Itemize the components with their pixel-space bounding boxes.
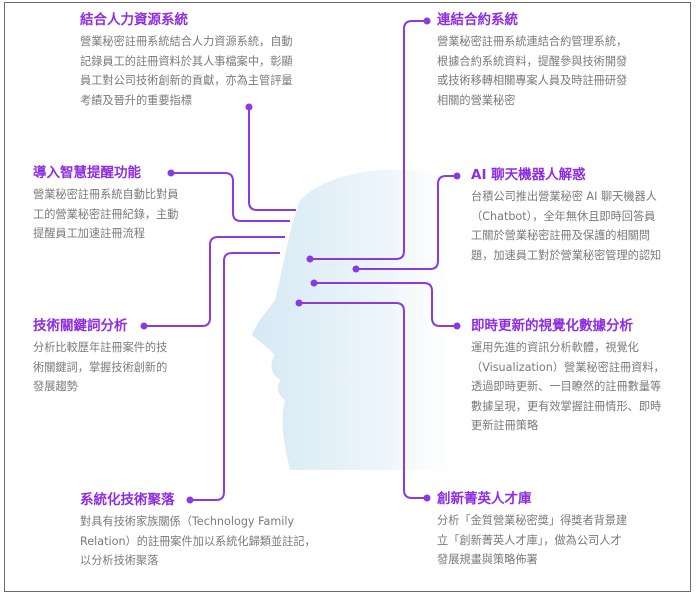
desc-line: 運用先進的資訊分析軟體，視覺化 bbox=[471, 341, 639, 354]
connector-cluster bbox=[190, 252, 280, 501]
feature-keyword: 技術關鍵詞分析 分析比較歷年註冊案件的技 術關鍵詞，掌握技術創新的 發展趨勢 bbox=[33, 317, 167, 397]
feature-title: 連結合約系統 bbox=[437, 12, 518, 28]
desc-line: 數據呈現，更有效掌握註冊情形、即時 bbox=[471, 399, 662, 413]
feature-title: 結合人力資源系統 bbox=[80, 12, 188, 28]
feature-hr: 結合人力資源系統 營業秘密註冊系統結合人力資源系統，自動 記錄員工的註冊資料於其… bbox=[80, 11, 293, 110]
desc-line: 營業秘密註冊系統結合人力資源系統，自動 bbox=[80, 35, 293, 48]
feature-desc: 運用先進的資訊分析軟體，視覺化 （Visualization）營業秘密註冊資料，… bbox=[471, 338, 665, 436]
desc-line: 根據合約系統資料，提醒參與技術開發 bbox=[437, 54, 628, 68]
feature-desc: 分析比較歷年註冊案件的技 術關鍵詞，掌握技術創新的 發展趨勢 bbox=[33, 338, 167, 397]
feature-contract: 連結合約系統 營業秘密註冊系統連結合約管理系統， 根據合約系統資料，提醒參與技術… bbox=[437, 11, 627, 110]
desc-line: 術關鍵詞，掌握技術創新的 bbox=[33, 360, 168, 374]
feature-cluster: 系統化技術聚落 對具有技術家族關係（Technology Family Rela… bbox=[80, 491, 316, 571]
desc-line: Relation）的註冊案件加以系統化歸類並註記， bbox=[80, 534, 316, 548]
desc-line: 或技術移轉相關專案人員及時註冊研發 bbox=[437, 74, 628, 87]
desc-line: 立「創新菁英人才庫」，做為公司人才 bbox=[437, 533, 622, 547]
connector-reminder bbox=[171, 172, 290, 222]
connector-contract bbox=[310, 20, 427, 260]
feature-desc: 營業秘密註冊系統自動比對員 工的營業秘密註冊紀錄，主動 提醒員工加速註冊流程 bbox=[33, 185, 178, 244]
diagram-frame bbox=[4, 2, 691, 592]
feature-desc: 營業秘密註冊系統結合人力資源系統，自動 記錄員工的註冊資料於其人事檔案中，彰顯 … bbox=[80, 32, 293, 110]
desc-line: 發展趨勢 bbox=[33, 380, 78, 393]
desc-line: 記錄員工的註冊資料於其人事檔案中，彰顯 bbox=[80, 54, 293, 68]
desc-line: 營業秘密註冊系統自動比對員 bbox=[33, 188, 179, 201]
feature-title: 系統化技術聚落 bbox=[80, 492, 175, 508]
feature-reminder: 導入智慧提醒功能 營業秘密註冊系統自動比對員 工的營業秘密註冊紀錄，主動 提醒員… bbox=[33, 164, 178, 244]
desc-line: 分析比較歷年註冊案件的技 bbox=[33, 341, 168, 354]
feature-desc: 台積公司推出營業秘密 AI 聊天機器人 （Chatbot），全年無休且即時回答員… bbox=[471, 187, 661, 265]
feature-chatbot: AI 聊天機器人解惑 台積公司推出營業秘密 AI 聊天機器人 （Chatbot）… bbox=[471, 166, 661, 265]
desc-line: 分析「金質營業秘密獎」得獎者背景建 bbox=[437, 514, 628, 527]
desc-line: （Visualization）營業秘密註冊資料， bbox=[471, 360, 665, 374]
desc-line: 提醒員工加速註冊流程 bbox=[33, 227, 145, 240]
feature-title: 技術關鍵詞分析 bbox=[33, 318, 128, 334]
feature-desc: 分析「金質營業秘密獎」得獎者背景建 立「創新菁英人才庫」，做為公司人才 發展規畫… bbox=[437, 511, 627, 570]
desc-line: 考績及晉升的重要指標 bbox=[80, 93, 192, 107]
connector-hr bbox=[248, 107, 296, 211]
connector-keyword bbox=[144, 236, 285, 327]
feature-title: 創新菁英人才庫 bbox=[437, 491, 532, 507]
desc-line: 營業秘密註冊系統連結合約管理系統， bbox=[437, 35, 628, 48]
desc-line: 對具有技術家族關係（Technology Family bbox=[80, 515, 295, 528]
feature-desc: 營業秘密註冊系統連結合約管理系統， 根據合約系統資料，提醒參與技術開發 或技術移… bbox=[437, 32, 627, 110]
connector-visual bbox=[314, 282, 457, 327]
feature-visual: 即時更新的視覺化數據分析 運用先進的資訊分析軟體，視覺化 （Visualizat… bbox=[471, 317, 665, 436]
feature-title: 導入智慧提醒功能 bbox=[33, 165, 141, 181]
head-silhouette bbox=[252, 169, 480, 470]
desc-line: 相關的營業秘密 bbox=[437, 93, 516, 107]
desc-line: 員工對公司技術創新的貢獻，亦為主管評量 bbox=[80, 74, 293, 87]
feature-desc: 對具有技術家族關係（Technology Family Relation）的註冊… bbox=[80, 512, 316, 571]
desc-line: （Chatbot），全年無休且即時回答員 bbox=[471, 209, 656, 223]
desc-line: 更新註冊策略 bbox=[471, 419, 539, 432]
desc-line: 透過即時更新、一目瞭然的註冊數量等 bbox=[471, 380, 662, 393]
connector-chatbot bbox=[356, 175, 457, 270]
desc-line: 台積公司推出營業秘密 AI 聊天機器人 bbox=[471, 190, 657, 203]
desc-line: 題，加速員工對於營業秘密管理的認知 bbox=[471, 248, 662, 262]
feature-talent: 創新菁英人才庫 分析「金質營業秘密獎」得獎者背景建 立「創新菁英人才庫」，做為公… bbox=[437, 490, 627, 570]
feature-title: AI 聊天機器人解惑 bbox=[471, 167, 586, 183]
desc-line: 發展規畫與策略佈署 bbox=[437, 553, 538, 566]
connector-talent bbox=[299, 302, 427, 499]
desc-line: 工的營業秘密註冊紀錄，主動 bbox=[33, 207, 179, 221]
desc-line: 工關於營業秘密註冊及保護的相關問 bbox=[471, 229, 651, 242]
feature-title: 即時更新的視覺化數據分析 bbox=[471, 318, 633, 334]
desc-line: 以分析技術聚落 bbox=[80, 554, 159, 567]
